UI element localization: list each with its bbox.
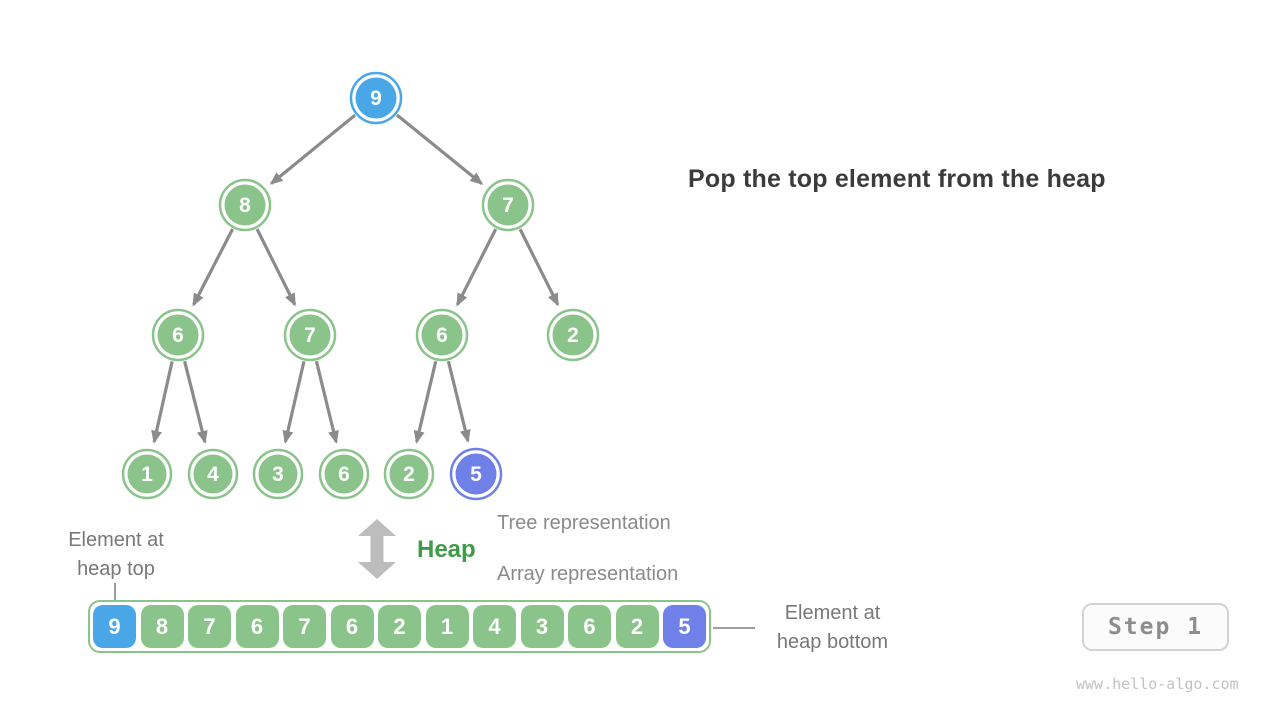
heap-top-label-line1: Element at <box>68 529 164 551</box>
tree-edge <box>183 360 208 444</box>
heap-double-arrow-icon <box>358 519 396 579</box>
tree-node-value: 2 <box>403 463 415 486</box>
tree-node-value: 1 <box>141 463 153 486</box>
heap-bottom-label-line1: Element at <box>784 602 881 624</box>
tree-representation-label: Tree representation <box>497 512 671 534</box>
tree-edge <box>151 361 174 444</box>
tree-edge <box>446 360 471 443</box>
tree-node-value: 3 <box>272 463 284 486</box>
tree-node-value: 9 <box>370 87 382 110</box>
array-cell: 5 <box>663 605 706 648</box>
array-cell: 8 <box>140 605 184 648</box>
tree-node: 8 <box>218 178 272 232</box>
heap-bottom-label: Element at heap bottom <box>755 599 910 657</box>
tree-node-value: 7 <box>502 194 514 217</box>
array-cell: 7 <box>283 605 326 648</box>
array-cell: 1 <box>425 605 469 648</box>
heap-label: Heap <box>417 536 476 563</box>
tree-node: 2 <box>383 448 435 500</box>
tree-node-value: 5 <box>470 463 482 486</box>
tree-node: 6 <box>318 448 370 500</box>
page-title: Pop the top element from the heap <box>688 165 1106 193</box>
tree-edge <box>269 113 357 185</box>
tree-edge <box>282 360 306 444</box>
array-representation-label: Array representation <box>497 563 679 585</box>
array-cell: 7 <box>188 605 231 648</box>
array-cell: 3 <box>520 605 564 648</box>
heap-bottom-connector-line <box>713 627 755 629</box>
array-cell: 6 <box>330 605 374 648</box>
tree-node-value: 2 <box>567 324 579 347</box>
tree-node-value: 4 <box>207 463 219 486</box>
array-cell: 2 <box>615 605 659 648</box>
step-badge[interactable]: Step 1 <box>1082 603 1229 651</box>
heap-bottom-label-line2: heap bottom <box>776 631 889 653</box>
tree-node-value: 6 <box>436 324 448 347</box>
tree-edge <box>255 228 297 307</box>
tree-edge <box>192 228 235 307</box>
tree-node: 3 <box>252 448 304 500</box>
heap-tree: 9 8 7 6 7 6 2 1 4 3 6 2 5 <box>121 71 600 501</box>
tree-edge <box>395 113 484 185</box>
array-cell: 9 <box>93 605 136 648</box>
tree-node: 5 <box>449 447 503 501</box>
array-cell: 6 <box>235 605 279 648</box>
tree-node: 9 <box>349 71 403 125</box>
tree-node: 7 <box>283 308 337 362</box>
tree-edge <box>314 360 339 444</box>
heap-top-label-line2: heap top <box>77 558 155 580</box>
double-arrow-shape <box>358 519 396 579</box>
tree-edge <box>413 360 438 444</box>
tree-edge <box>518 228 560 307</box>
tree-node: 7 <box>481 178 535 232</box>
array-cell: 6 <box>568 605 611 648</box>
tree-node: 4 <box>187 448 239 500</box>
heap-top-connector-line <box>114 583 116 600</box>
tree-node-value: 8 <box>239 194 251 217</box>
tree-node-value: 7 <box>304 324 316 347</box>
tree-node: 1 <box>121 448 173 500</box>
tree-node: 2 <box>546 308 600 362</box>
watermark: www.hello-algo.com <box>1076 675 1239 693</box>
array-cell: 4 <box>473 605 516 648</box>
tree-node: 6 <box>415 308 469 362</box>
heap-top-label: Element at heap top <box>40 526 192 584</box>
tree-node-value: 6 <box>338 463 350 486</box>
tree-node-value: 6 <box>172 324 184 347</box>
tree-node: 6 <box>151 308 205 362</box>
tree-edge <box>455 228 498 307</box>
array-cell: 2 <box>378 605 421 648</box>
